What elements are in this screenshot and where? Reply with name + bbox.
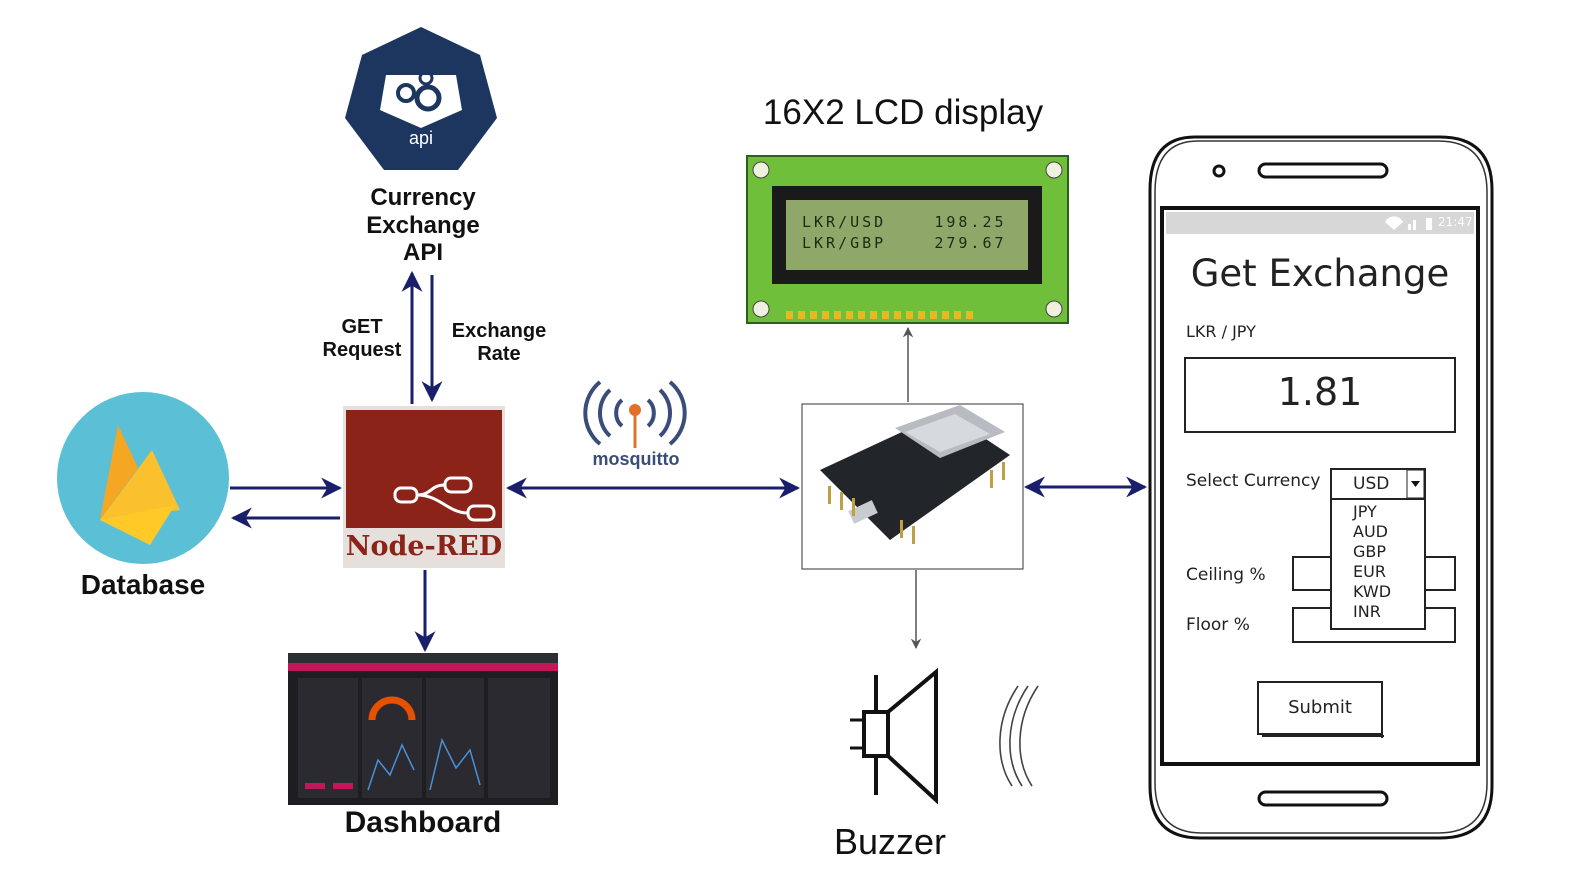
get-request-line1: GET	[341, 316, 383, 338]
select-currency-label: Select Currency	[1186, 471, 1321, 491]
esp8266-board-icon	[801, 403, 1024, 570]
currency-pair-label: LKR / JPY	[1186, 322, 1256, 341]
api-title-line1: Currency	[370, 184, 476, 211]
status-time: 21:47	[1438, 215, 1473, 229]
get-request-label: GET Request	[312, 316, 412, 362]
lcd-title: 16X2 LCD display	[762, 93, 1044, 132]
database-label: Database	[80, 569, 206, 600]
buzzer-label: Buzzer	[833, 821, 947, 862]
lcd-line-2: LKR/GBP 279.67	[802, 234, 1007, 252]
sound-waves-icon	[999, 685, 1039, 787]
rate-value: 1.81	[1277, 370, 1363, 414]
currency-option[interactable]: JPY	[1353, 502, 1377, 521]
api-title-line2: Exchange	[366, 211, 480, 239]
currency-option[interactable]: GBP	[1353, 542, 1387, 561]
lcd-line-1: LKR/USD 198.25	[802, 213, 1007, 231]
selected-currency[interactable]: USD	[1353, 474, 1390, 494]
submit-button[interactable]: Submit	[1288, 697, 1352, 718]
api-icon	[345, 27, 497, 170]
floor-label: Floor %	[1186, 615, 1250, 635]
api-title-line3: API	[402, 239, 443, 267]
ceiling-label: Ceiling %	[1186, 565, 1266, 585]
currency-option[interactable]: EUR	[1353, 562, 1386, 581]
page-title: Get Exchange	[1190, 252, 1450, 295]
dashboard-label: Dashboard	[344, 806, 502, 839]
node-red-label: Node-RED	[345, 531, 503, 562]
chevron-down-icon	[1411, 481, 1420, 487]
api-icon-text: api	[408, 128, 434, 148]
api-title: Currency Exchange API	[333, 184, 513, 267]
get-request-line2: Request	[322, 339, 402, 361]
currency-dropdown-list[interactable]	[1330, 498, 1426, 630]
dashboard-screenshot	[288, 653, 558, 805]
lcd-display-icon	[746, 155, 1069, 324]
currency-option[interactable]: AUD	[1353, 522, 1388, 541]
exchange-rate-line2: Rate	[477, 343, 521, 365]
status-bar-icons	[1385, 216, 1432, 230]
currency-option[interactable]: KWD	[1353, 582, 1392, 601]
currency-option[interactable]: INR	[1353, 602, 1381, 621]
exchange-rate-line1: Exchange	[451, 320, 547, 342]
mosquitto-label: mosquitto	[592, 449, 680, 469]
node-red-icon	[343, 406, 505, 568]
exchange-rate-label: Exchange Rate	[440, 320, 558, 366]
firebase-database-icon	[57, 392, 229, 564]
mosquitto-icon	[583, 380, 687, 448]
rate-value-box	[1184, 357, 1456, 433]
buzzer-speaker-icon	[850, 667, 938, 805]
